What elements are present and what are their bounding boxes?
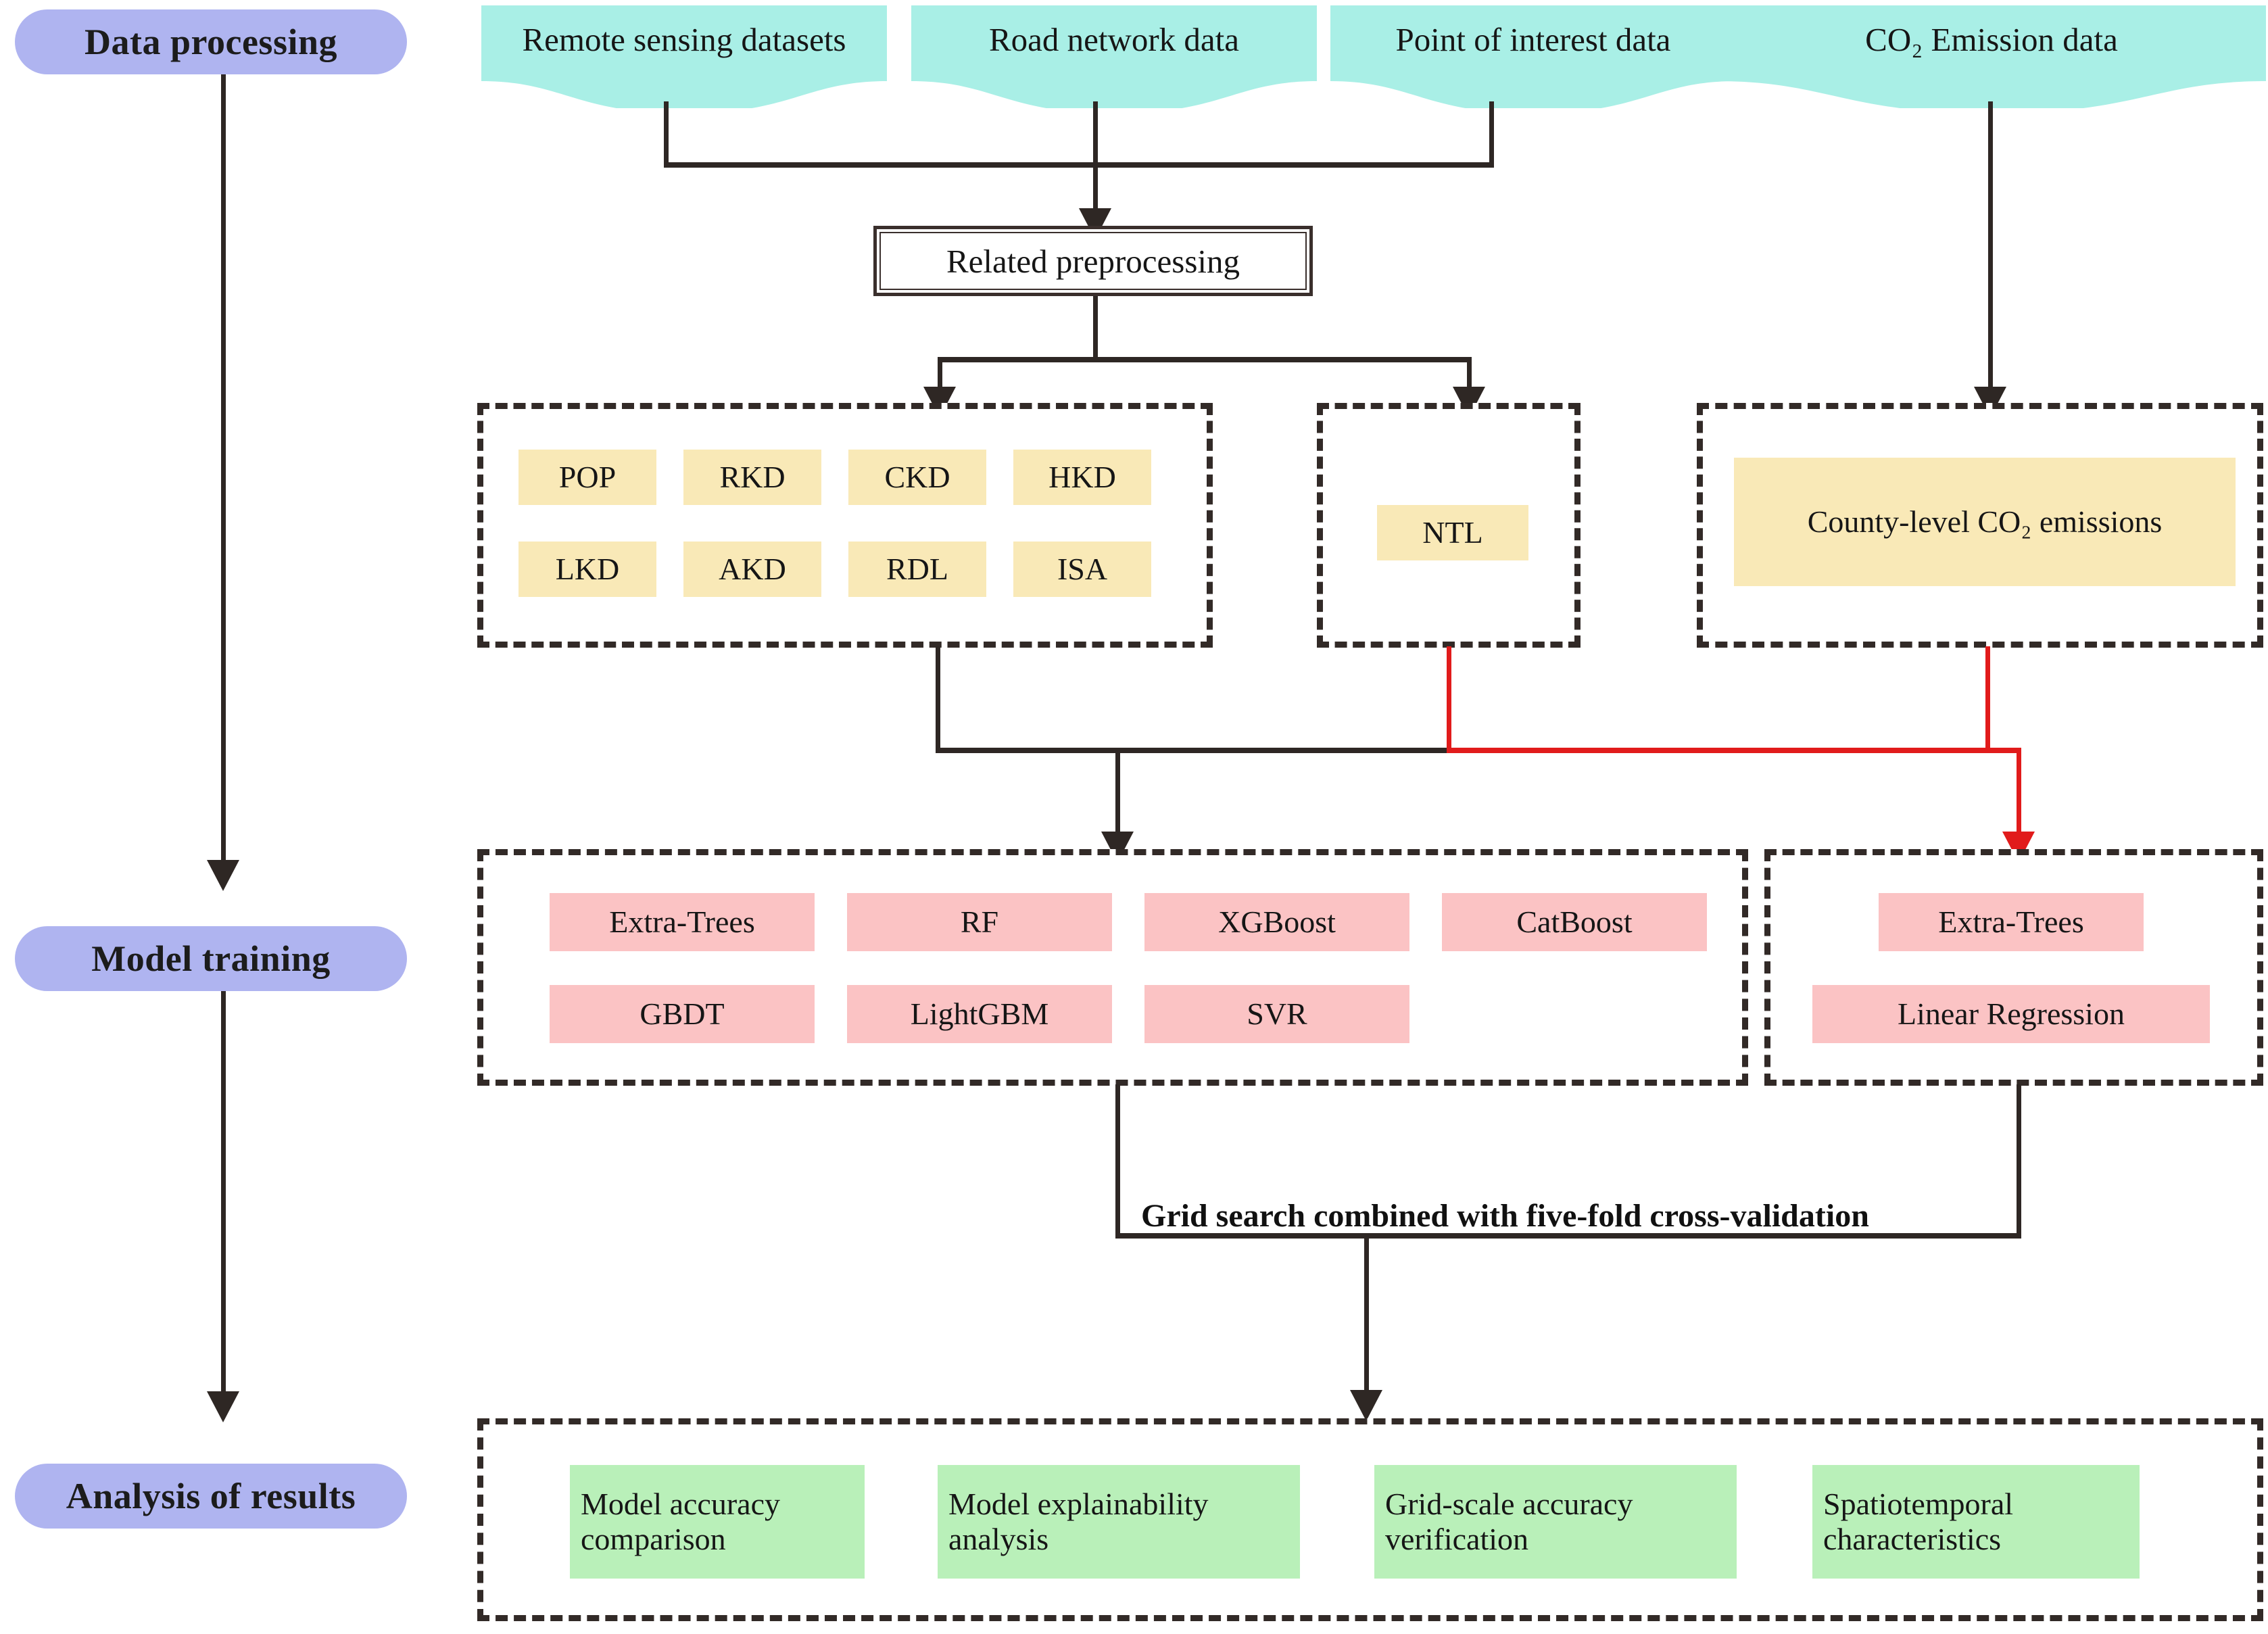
stage-label: Model training	[91, 938, 331, 979]
model-chip-label: CatBoost	[1516, 905, 1633, 940]
stage-spine-line-2	[221, 991, 226, 1397]
stage-pill-analysis-of-results: Analysis of results	[15, 1464, 407, 1529]
tuning-to-results-arrow	[1350, 1390, 1382, 1421]
model-group-left-container: Extra-Trees RF XGBoost CatBoost GBDT Lig…	[477, 849, 1748, 1086]
result-chip-label: Model explainability analysis	[948, 1487, 1209, 1556]
feature-chip-label: AKD	[719, 552, 786, 587]
data-source-co2-emission: CO₂ Emission data	[1717, 5, 2266, 108]
data-source-label: Road network data	[988, 21, 1240, 58]
source-drop-remote-sensing	[664, 101, 669, 166]
results-group-container: Model accuracy comparison Model explaina…	[477, 1418, 2263, 1621]
model-chip-label: SVR	[1247, 996, 1307, 1032]
co2-source-drop-line	[1988, 101, 1993, 392]
data-source-remote-sensing: Remote sensing datasets	[481, 5, 887, 108]
feature-chip-label: ISA	[1057, 552, 1108, 587]
related-preprocessing-box: Related preprocessing	[873, 226, 1313, 296]
co2-red-down-line	[1985, 646, 1990, 753]
model-chip[interactable]: SVR	[1144, 985, 1409, 1043]
split-left-line	[938, 357, 942, 391]
ntl-chip[interactable]: NTL	[1377, 505, 1528, 560]
tuning-bar	[1115, 1233, 2021, 1239]
model-chip-label: Extra-Trees	[1938, 905, 2084, 940]
split-right-line	[1467, 357, 1472, 391]
feature-chip[interactable]: RKD	[683, 450, 821, 505]
right-model-out-line	[2017, 1084, 2021, 1239]
feature-chip[interactable]: AKD	[683, 542, 821, 597]
stage-label: Data processing	[84, 22, 337, 62]
feature-to-model-across-line	[936, 748, 1457, 753]
result-chip[interactable]: Spatiotemporal characteristics	[1812, 1465, 2140, 1579]
co2-group-container: County-level CO₂ emissions	[1697, 403, 2263, 648]
feature-chip[interactable]: POP	[518, 450, 656, 505]
feature-to-model-down-line	[936, 646, 940, 752]
stage-spine-arrow-2	[207, 1391, 239, 1422]
feature-chip-label: RDL	[886, 552, 948, 587]
tuning-label: Grid search combined with five-fold cros…	[1141, 1198, 1869, 1234]
feature-chip[interactable]: ISA	[1013, 542, 1151, 597]
feature-chip-label: CKD	[884, 460, 950, 495]
result-chip-label: Spatiotemporal characteristics	[1823, 1487, 2014, 1556]
result-chip-label: Model accuracy comparison	[581, 1487, 781, 1556]
model-chip-label: XGBoost	[1218, 905, 1336, 940]
data-source-label: CO₂ Emission data	[1865, 21, 2118, 58]
related-preprocessing-label: Related preprocessing	[946, 242, 1240, 280]
model-chip[interactable]: Extra-Trees	[550, 893, 815, 951]
stage-spine-line-1	[221, 74, 226, 865]
model-chip[interactable]: Linear Regression	[1812, 985, 2210, 1043]
merge-to-preprocessing-line	[1093, 162, 1098, 214]
source-merge-bar	[664, 162, 1494, 168]
county-co2-chip[interactable]: County-level CO₂ emissions	[1734, 458, 2236, 586]
red-junction-bar	[1447, 748, 2021, 753]
data-source-point-of-interest: Point of interest data	[1330, 5, 1736, 108]
county-co2-chip-label: County-level CO₂ emissions	[1807, 504, 2163, 539]
preprocessing-split-bar	[938, 357, 1472, 362]
model-chip[interactable]: GBDT	[550, 985, 815, 1043]
source-drop-point-of-interest	[1489, 101, 1494, 166]
ntl-group-container: NTL	[1317, 403, 1581, 648]
feature-group-container: POP RKD CKD HKD LKD AKD RDL ISA	[477, 403, 1213, 648]
right-model-entry-line	[2017, 748, 2021, 837]
source-drop-road-network	[1093, 101, 1098, 166]
tuning-to-results-line	[1364, 1233, 1369, 1395]
wave-shape-icon	[911, 5, 1317, 108]
feature-chip-label: POP	[558, 460, 617, 495]
wave-shape-icon	[1717, 5, 2266, 108]
result-chip[interactable]: Model explainability analysis	[938, 1465, 1300, 1579]
stage-label: Analysis of results	[66, 1476, 356, 1516]
feature-chip[interactable]: CKD	[848, 450, 986, 505]
model-chip-label: LightGBM	[910, 996, 1049, 1032]
model-chip[interactable]: LightGBM	[847, 985, 1112, 1043]
left-model-out-line	[1115, 1084, 1120, 1239]
model-chip[interactable]: RF	[847, 893, 1112, 951]
data-source-road-network: Road network data	[911, 5, 1317, 108]
model-chip-label: Linear Regression	[1898, 996, 2125, 1032]
wave-shape-icon	[1330, 5, 1736, 108]
result-chip[interactable]: Grid-scale accuracy verification	[1374, 1465, 1737, 1579]
model-entry-line	[1115, 748, 1120, 837]
feature-chip-label: HKD	[1048, 460, 1116, 495]
preprocessing-drop-line	[1093, 296, 1098, 361]
result-chip-label: Grid-scale accuracy verification	[1385, 1487, 1633, 1556]
data-source-label: Point of interest data	[1395, 21, 1671, 58]
model-chip-label: Extra-Trees	[609, 905, 755, 940]
feature-chip[interactable]: RDL	[848, 542, 986, 597]
wave-shape-icon	[481, 5, 887, 108]
model-chip-label: RF	[960, 905, 999, 940]
model-chip-label: GBDT	[640, 996, 725, 1032]
model-chip[interactable]: CatBoost	[1442, 893, 1707, 951]
stage-spine-arrow-1	[207, 860, 239, 891]
model-chip[interactable]: XGBoost	[1144, 893, 1409, 951]
feature-chip[interactable]: LKD	[518, 542, 656, 597]
result-chip[interactable]: Model accuracy comparison	[570, 1465, 865, 1579]
stage-pill-data-processing: Data processing	[15, 9, 407, 74]
data-source-label: Remote sensing datasets	[522, 21, 846, 58]
model-group-right-container: Extra-Trees Linear Regression	[1764, 849, 2263, 1086]
feature-chip[interactable]: HKD	[1013, 450, 1151, 505]
ntl-chip-label: NTL	[1422, 515, 1483, 550]
feature-chip-label: RKD	[719, 460, 786, 495]
model-chip[interactable]: Extra-Trees	[1879, 893, 2144, 951]
stage-pill-model-training: Model training	[15, 926, 407, 991]
feature-chip-label: LKD	[555, 552, 620, 587]
ntl-red-down-line	[1447, 646, 1451, 753]
